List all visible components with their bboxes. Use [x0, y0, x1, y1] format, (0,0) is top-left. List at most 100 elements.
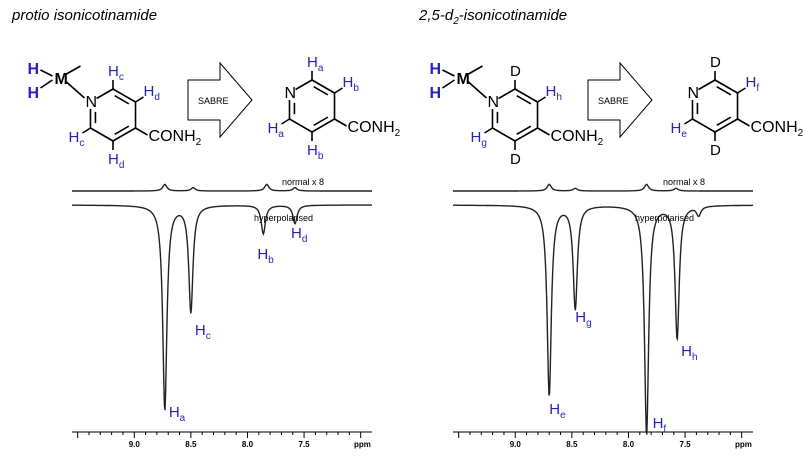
- tick-label: 9.0: [510, 440, 522, 449]
- hydride-atom: H: [27, 61, 39, 78]
- ring-bond: [112, 88, 136, 103]
- pos3-atom: Hd: [144, 83, 160, 103]
- peak-label-main: H: [549, 401, 560, 418]
- substituent-bond: [537, 96, 546, 103]
- double-bond: [114, 95, 130, 105]
- peak-label-main: H: [169, 404, 180, 421]
- ring-bond: [692, 118, 716, 133]
- peak-label: Hg: [575, 309, 591, 329]
- pos3-atom-sub: d: [154, 92, 160, 103]
- pos2-atom-sub: c: [119, 72, 124, 83]
- hyperpolarised-spectrum-trace: [72, 204, 372, 411]
- pos5-atom: D: [510, 151, 521, 168]
- double-bond: [716, 86, 732, 96]
- tick-label: 8.0: [623, 440, 635, 449]
- pos6-atom-main: H: [68, 129, 79, 146]
- sabre-arrow: [187, 61, 253, 139]
- hyperpolarised-spectrum-label: hyperpolarised: [254, 213, 313, 223]
- normal-spectrum-label: normal x 8: [282, 177, 324, 187]
- peak-label: Hc: [195, 322, 211, 342]
- ring-bond: [295, 79, 313, 91]
- carboxamide-group: CONH2: [149, 128, 202, 148]
- substituent-bond: [684, 118, 693, 125]
- pos2-atom: D: [510, 63, 521, 80]
- peak-label-sub: a: [180, 413, 186, 424]
- pos2-atom: D: [710, 54, 721, 71]
- metal-atom: M: [54, 71, 67, 88]
- pos6-atom: He: [670, 120, 687, 140]
- tick-label: 7.5: [299, 440, 311, 449]
- metal-atom: M: [456, 71, 469, 88]
- hyperpolarised-spectrum-trace: [453, 204, 753, 435]
- carboxamide-group-main: CONH: [348, 119, 395, 136]
- pos3-atom: Hb: [343, 74, 360, 94]
- pos5-atom: Hb: [307, 142, 324, 162]
- pos6-atom: Hc: [68, 129, 84, 149]
- carboxamide-group: CONH2: [551, 128, 604, 148]
- peak-label-sub: e: [560, 410, 566, 421]
- pos6-atom-main: H: [267, 120, 278, 137]
- panel-title: protio isonicotinamide: [11, 7, 157, 24]
- ring-bond: [112, 127, 136, 142]
- carboxamide-group-main: CONH: [751, 119, 798, 136]
- peak-label-sub: d: [302, 234, 308, 245]
- double-bond: [313, 86, 329, 96]
- ring-bond: [514, 88, 538, 103]
- metal-hydride-bond: [40, 79, 53, 89]
- nitrogen-atom: N: [687, 85, 699, 102]
- nitrogen-atom: N: [284, 85, 296, 102]
- tick-label: 8.5: [185, 440, 197, 449]
- metal-n-bond: [65, 81, 86, 99]
- peak-label-sub: g: [586, 318, 592, 329]
- substituent-bond: [334, 118, 347, 127]
- pos5-atom-sub: d: [119, 160, 125, 171]
- pos5-atom-main: H: [108, 151, 119, 168]
- substituent-bond: [334, 87, 343, 94]
- title-main: protio isonicotinamide: [11, 7, 157, 24]
- pos6-atom-main: H: [670, 120, 681, 137]
- metal-n-bond: [467, 81, 488, 99]
- peak-label-main: H: [575, 309, 586, 326]
- ring-bond: [698, 79, 716, 91]
- pos6-atom-sub: a: [278, 129, 284, 140]
- substituent-bond: [537, 127, 550, 136]
- double-bond: [313, 116, 329, 126]
- hydride-atom: H: [27, 85, 39, 102]
- pos2-atom-main: H: [307, 54, 318, 71]
- ring-bond: [289, 118, 313, 133]
- peak-label-main: H: [681, 343, 692, 360]
- pos3-atom-main: H: [746, 74, 757, 91]
- pos3-atom-sub: f: [756, 83, 759, 94]
- sabre-arrow: [587, 61, 653, 139]
- carboxamide-group-sub: 2: [798, 128, 804, 139]
- pos6-atom-main: H: [470, 129, 481, 146]
- ring-bond: [498, 88, 516, 100]
- carboxamide-group: CONH2: [348, 119, 401, 139]
- pos3-atom-sub: h: [556, 92, 562, 103]
- pos6-atom: Ha: [267, 120, 284, 140]
- tick-label: 7.5: [680, 440, 692, 449]
- pos3-atom: Hh: [546, 83, 562, 103]
- substituent-bond: [135, 127, 148, 136]
- ring-bond: [514, 127, 538, 142]
- pos5-atom-main: H: [307, 142, 318, 159]
- substituent-bond: [135, 96, 144, 103]
- double-bond: [716, 116, 732, 126]
- carboxamide-group-main: CONH: [551, 128, 598, 145]
- carboxamide-group-main: CONH: [149, 128, 196, 145]
- pos2-atom: Ha: [307, 54, 324, 74]
- double-bond: [114, 125, 130, 135]
- peak-label: Hf: [653, 415, 667, 435]
- pos5-atom-sub: b: [318, 151, 324, 162]
- peak-label-sub: b: [268, 255, 274, 266]
- title-main: 2,5-d: [418, 7, 454, 24]
- ring-bond: [492, 127, 516, 142]
- title-sub: 2: [452, 16, 459, 27]
- hydride-atom: H: [429, 61, 441, 78]
- substituent-bond: [281, 118, 290, 125]
- pos3-atom-main: H: [546, 83, 557, 100]
- pos3-atom-main: H: [144, 83, 155, 100]
- pos6-atom-sub: e: [681, 129, 687, 140]
- peak-label-sub: h: [692, 352, 698, 363]
